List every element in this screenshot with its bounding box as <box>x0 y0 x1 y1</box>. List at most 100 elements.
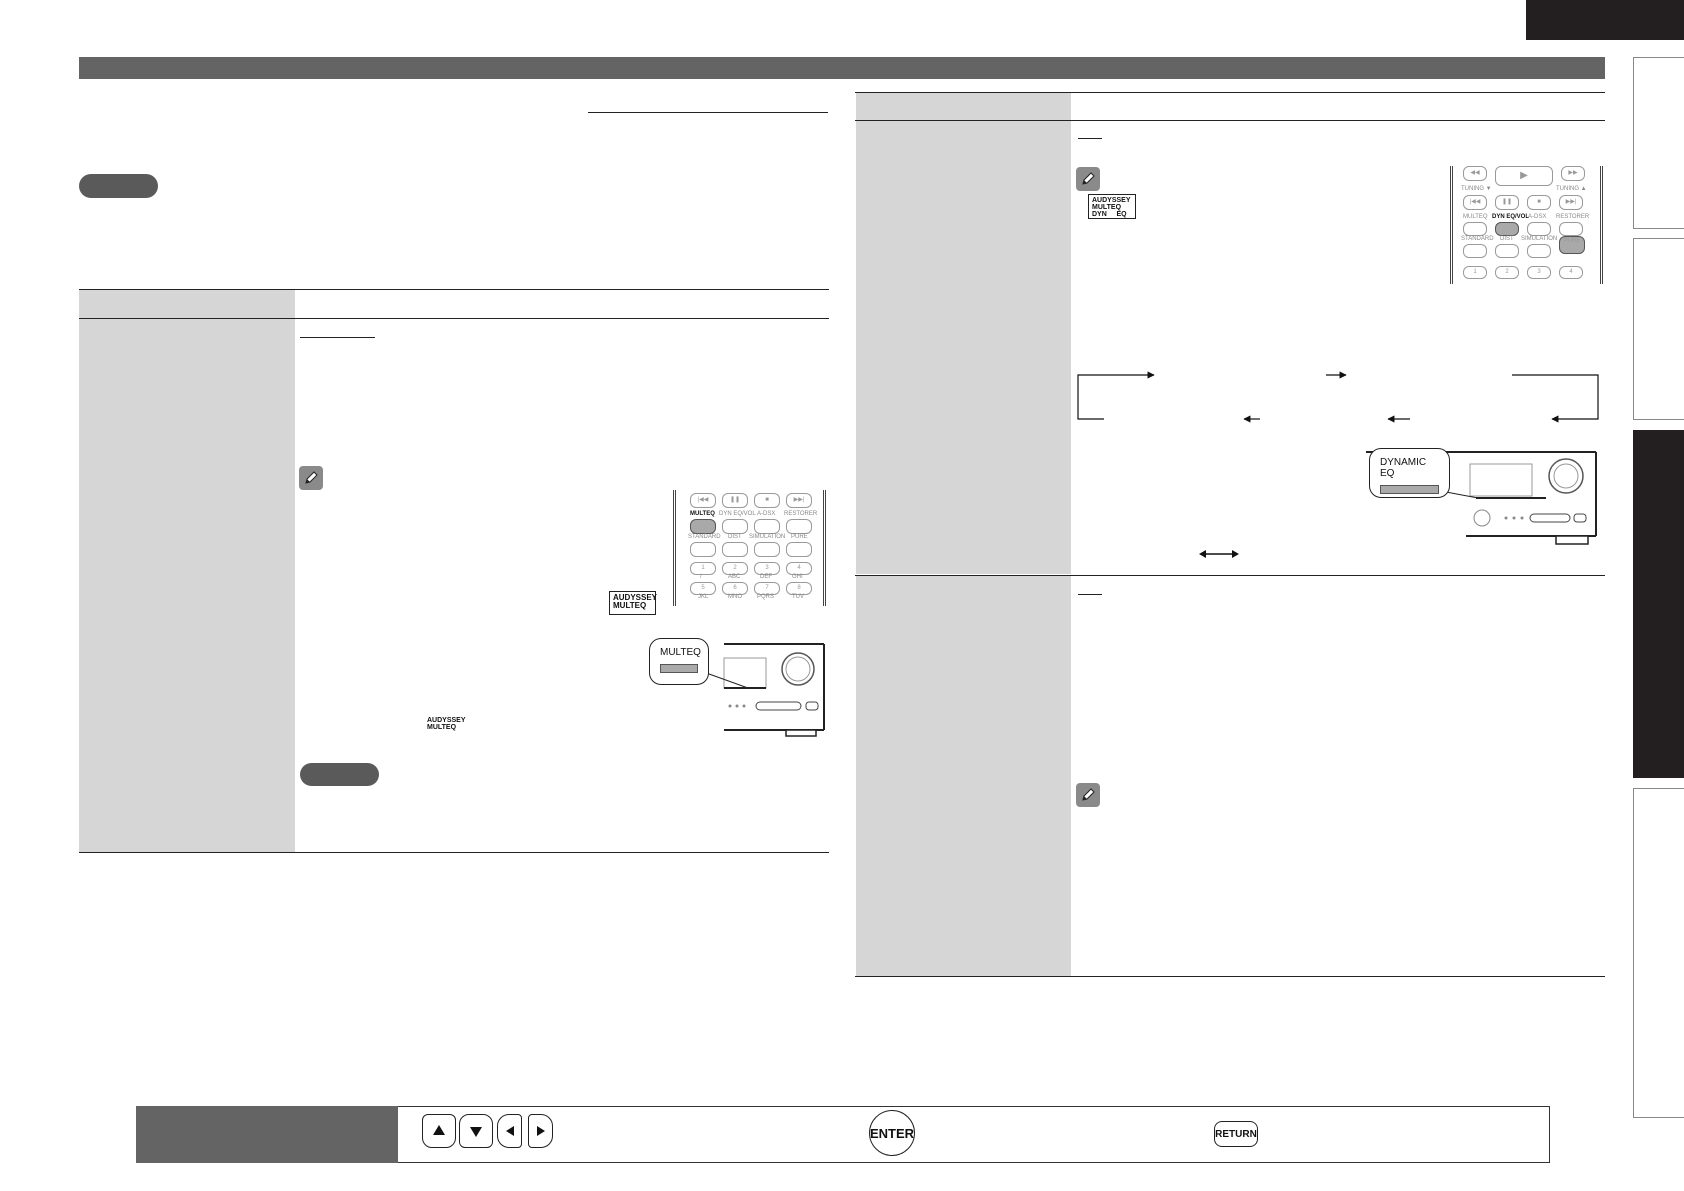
remote-label: DIST <box>1500 236 1514 242</box>
indicator-word: EQ <box>1116 211 1127 218</box>
skip-back-icon: |◀◀ <box>690 493 716 508</box>
remote-label: ABC <box>728 574 741 580</box>
side-tab-3-active[interactable] <box>1633 430 1684 778</box>
pure-button <box>786 542 812 557</box>
fast-forward-icon: ▶▶ <box>1561 166 1585 181</box>
mode-cycle-flow-diagram <box>1077 371 1599 423</box>
note-pill <box>79 174 158 198</box>
side-tab-4[interactable] <box>1633 788 1684 1118</box>
option-underline <box>300 337 375 338</box>
display-callout: DYNAMIC EQ <box>1369 448 1450 498</box>
pencil-note-icon <box>1076 167 1100 191</box>
remote-label: TUV <box>792 594 804 600</box>
remote-label: MNO <box>728 594 742 600</box>
dyn-eq-vol-button <box>1495 222 1519 236</box>
remote-label: STANDARD <box>688 534 721 540</box>
up-arrow-key-icon <box>422 1114 456 1148</box>
display-callout-text: MULTEQ <box>660 647 701 658</box>
setting-name-cell <box>856 121 1071 574</box>
pencil-note-icon <box>299 466 323 490</box>
num-button: 7 <box>754 582 780 595</box>
remote-label: DEF <box>760 574 772 580</box>
pause-icon: ❚❚ <box>722 493 748 508</box>
enter-key-icon: ENTER <box>869 1110 915 1156</box>
skip-forward-icon: ▶▶| <box>1559 195 1583 210</box>
a-dsx-button <box>754 519 780 534</box>
left-arrow-key-icon <box>497 1114 522 1148</box>
stop-icon: ■ <box>754 493 780 508</box>
table-top-rule <box>79 289 829 290</box>
remote-label: GHI <box>792 574 803 580</box>
num-button: 4 <box>786 562 812 575</box>
audyssey-multeq-logo: AUDYSSEY MULTEQ <box>427 717 466 731</box>
note-pill <box>300 763 379 786</box>
remote-label: TUNING ▲ <box>1556 186 1587 192</box>
table-row-rule <box>855 575 1605 576</box>
remote-label: A-DSX <box>757 511 776 517</box>
a-dsx-button <box>1527 222 1551 236</box>
num-button: 2 <box>722 562 748 575</box>
remote-label: MULTEQ <box>1463 214 1488 220</box>
skip-back-icon: |◀◀ <box>1463 195 1487 210</box>
section-header-bar <box>79 57 1605 79</box>
standard-button <box>690 542 716 557</box>
num-button: 8 <box>786 582 812 595</box>
pencil-note-icon <box>1076 783 1100 807</box>
simulation-button <box>754 542 780 557</box>
table-bottom-rule <box>79 852 829 853</box>
table-header-rule <box>79 318 829 319</box>
display-callout: MULTEQ <box>649 638 709 685</box>
right-arrow-key-icon <box>528 1114 553 1148</box>
table-header-cell <box>856 93 1071 120</box>
table-top-rule <box>855 92 1605 93</box>
display-level-bar <box>660 664 698 673</box>
setting-name-cell <box>856 576 1071 976</box>
remote-control-illustration: |◀◀ ❚❚ ■ ▶▶| MULTEQ DYN EQ/VOL A-DSX RES… <box>673 490 826 606</box>
remote-control-illustration: ◀◀ ▶ ▶▶ TUNING ▼ TUNING ▲ |◀◀ ❚❚ ■ ▶▶| M… <box>1450 166 1603 284</box>
dist-button <box>1495 244 1519 258</box>
simulation-button <box>1527 244 1551 258</box>
remote-label: RESTORER <box>1556 214 1590 220</box>
setting-name-cell <box>79 319 295 852</box>
option-underline <box>1078 594 1102 595</box>
dyn-eq-vol-button <box>722 519 748 534</box>
pure-button: PURE <box>1559 236 1585 254</box>
indicator-line: DYN EQ <box>1092 211 1132 218</box>
remote-label: SIMULATION <box>1521 236 1558 242</box>
skip-forward-icon: ▶▶| <box>786 493 812 508</box>
footer-label-cell <box>136 1106 398 1163</box>
audyssey-multeq-indicator: AUDYSSEY MULTEQ <box>609 591 658 615</box>
rewind-icon: ◀◀ <box>1463 166 1487 181</box>
table-header-rule <box>855 120 1605 121</box>
display-level-bar <box>1380 485 1439 494</box>
remote-label: / <box>700 574 702 580</box>
play-icon: ▶ <box>1495 166 1553 186</box>
indicator-word: DYN <box>1092 211 1107 218</box>
side-tab-2[interactable] <box>1633 238 1684 420</box>
remote-label: PQRS <box>757 594 775 600</box>
table-header-cell <box>79 290 295 318</box>
display-callout-text: DYNAMIC EQ <box>1380 457 1427 479</box>
table-bottom-rule <box>855 976 1605 977</box>
down-arrow-key-icon <box>459 1114 493 1148</box>
logo-line: MULTEQ <box>427 724 457 731</box>
indicator-line: MULTEQ <box>613 601 647 610</box>
num-button: 3 <box>754 562 780 575</box>
side-tab-1[interactable] <box>1633 57 1684 229</box>
option-underline <box>1078 138 1102 139</box>
remote-label: DYN EQ/VOL <box>719 511 756 517</box>
remote-label: RESTORER <box>784 511 818 517</box>
num-button: 5 <box>690 582 716 595</box>
remote-label: JKL <box>698 594 709 600</box>
double-arrow-icon <box>1199 550 1239 558</box>
indicator-line: AUDYSSEY <box>613 593 658 602</box>
page-corner-tab <box>1526 0 1684 40</box>
audyssey-dyn-eq-indicator: AUDYSSEY MULTEQ DYN EQ <box>1088 194 1136 219</box>
stop-icon: ■ <box>1527 195 1551 210</box>
dist-button <box>722 542 748 557</box>
num-button: 6 <box>722 582 748 595</box>
num-button: 2 <box>1495 266 1519 279</box>
multeq-button <box>1463 222 1487 236</box>
num-button: 1 <box>1463 266 1487 279</box>
multeq-button <box>690 519 716 534</box>
